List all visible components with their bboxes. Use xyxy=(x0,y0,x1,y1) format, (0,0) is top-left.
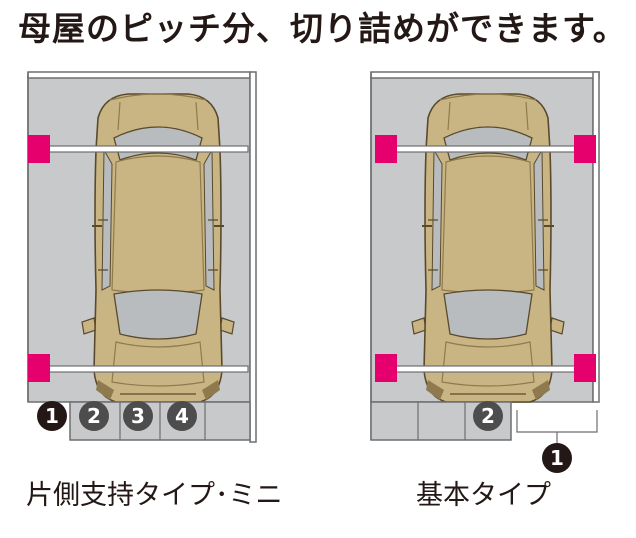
caption-left: 片側支持タイプ･ミニ xyxy=(26,480,283,511)
badge-right-2: 2 xyxy=(473,401,503,431)
post-right-top-right xyxy=(574,135,596,163)
beam-right-top xyxy=(377,145,593,153)
svg-text:1: 1 xyxy=(550,446,564,470)
beam-right-bottom xyxy=(377,365,593,373)
post-right-top-left xyxy=(375,135,397,163)
post-left-bottom xyxy=(28,354,50,382)
post-left-top xyxy=(28,135,50,163)
svg-text:3: 3 xyxy=(131,404,145,428)
headline: 母屋のピッチ分、切り詰めができます。 xyxy=(18,9,627,48)
svg-text:1: 1 xyxy=(45,404,59,428)
diagram-right: 2 1 xyxy=(370,71,600,473)
beam-left-bottom xyxy=(33,365,249,373)
diagram-left: 1 2 3 4 xyxy=(27,71,257,443)
car-right xyxy=(411,93,565,403)
svg-text:2: 2 xyxy=(87,404,101,428)
badge-right-1: 1 xyxy=(542,443,572,473)
badge-left-2: 2 xyxy=(79,401,109,431)
beam-left-top xyxy=(33,145,249,153)
badge-left-4: 4 xyxy=(167,401,197,431)
svg-text:4: 4 xyxy=(175,404,189,428)
post-right-bottom-left xyxy=(375,354,397,382)
svg-text:2: 2 xyxy=(481,404,495,428)
badge-left-1: 1 xyxy=(37,401,67,431)
post-right-bottom-right xyxy=(574,354,596,382)
pitch-bracket xyxy=(516,410,598,433)
car-left xyxy=(81,93,235,403)
badge-left-3: 3 xyxy=(123,401,153,431)
caption-right: 基本タイプ xyxy=(416,480,551,511)
